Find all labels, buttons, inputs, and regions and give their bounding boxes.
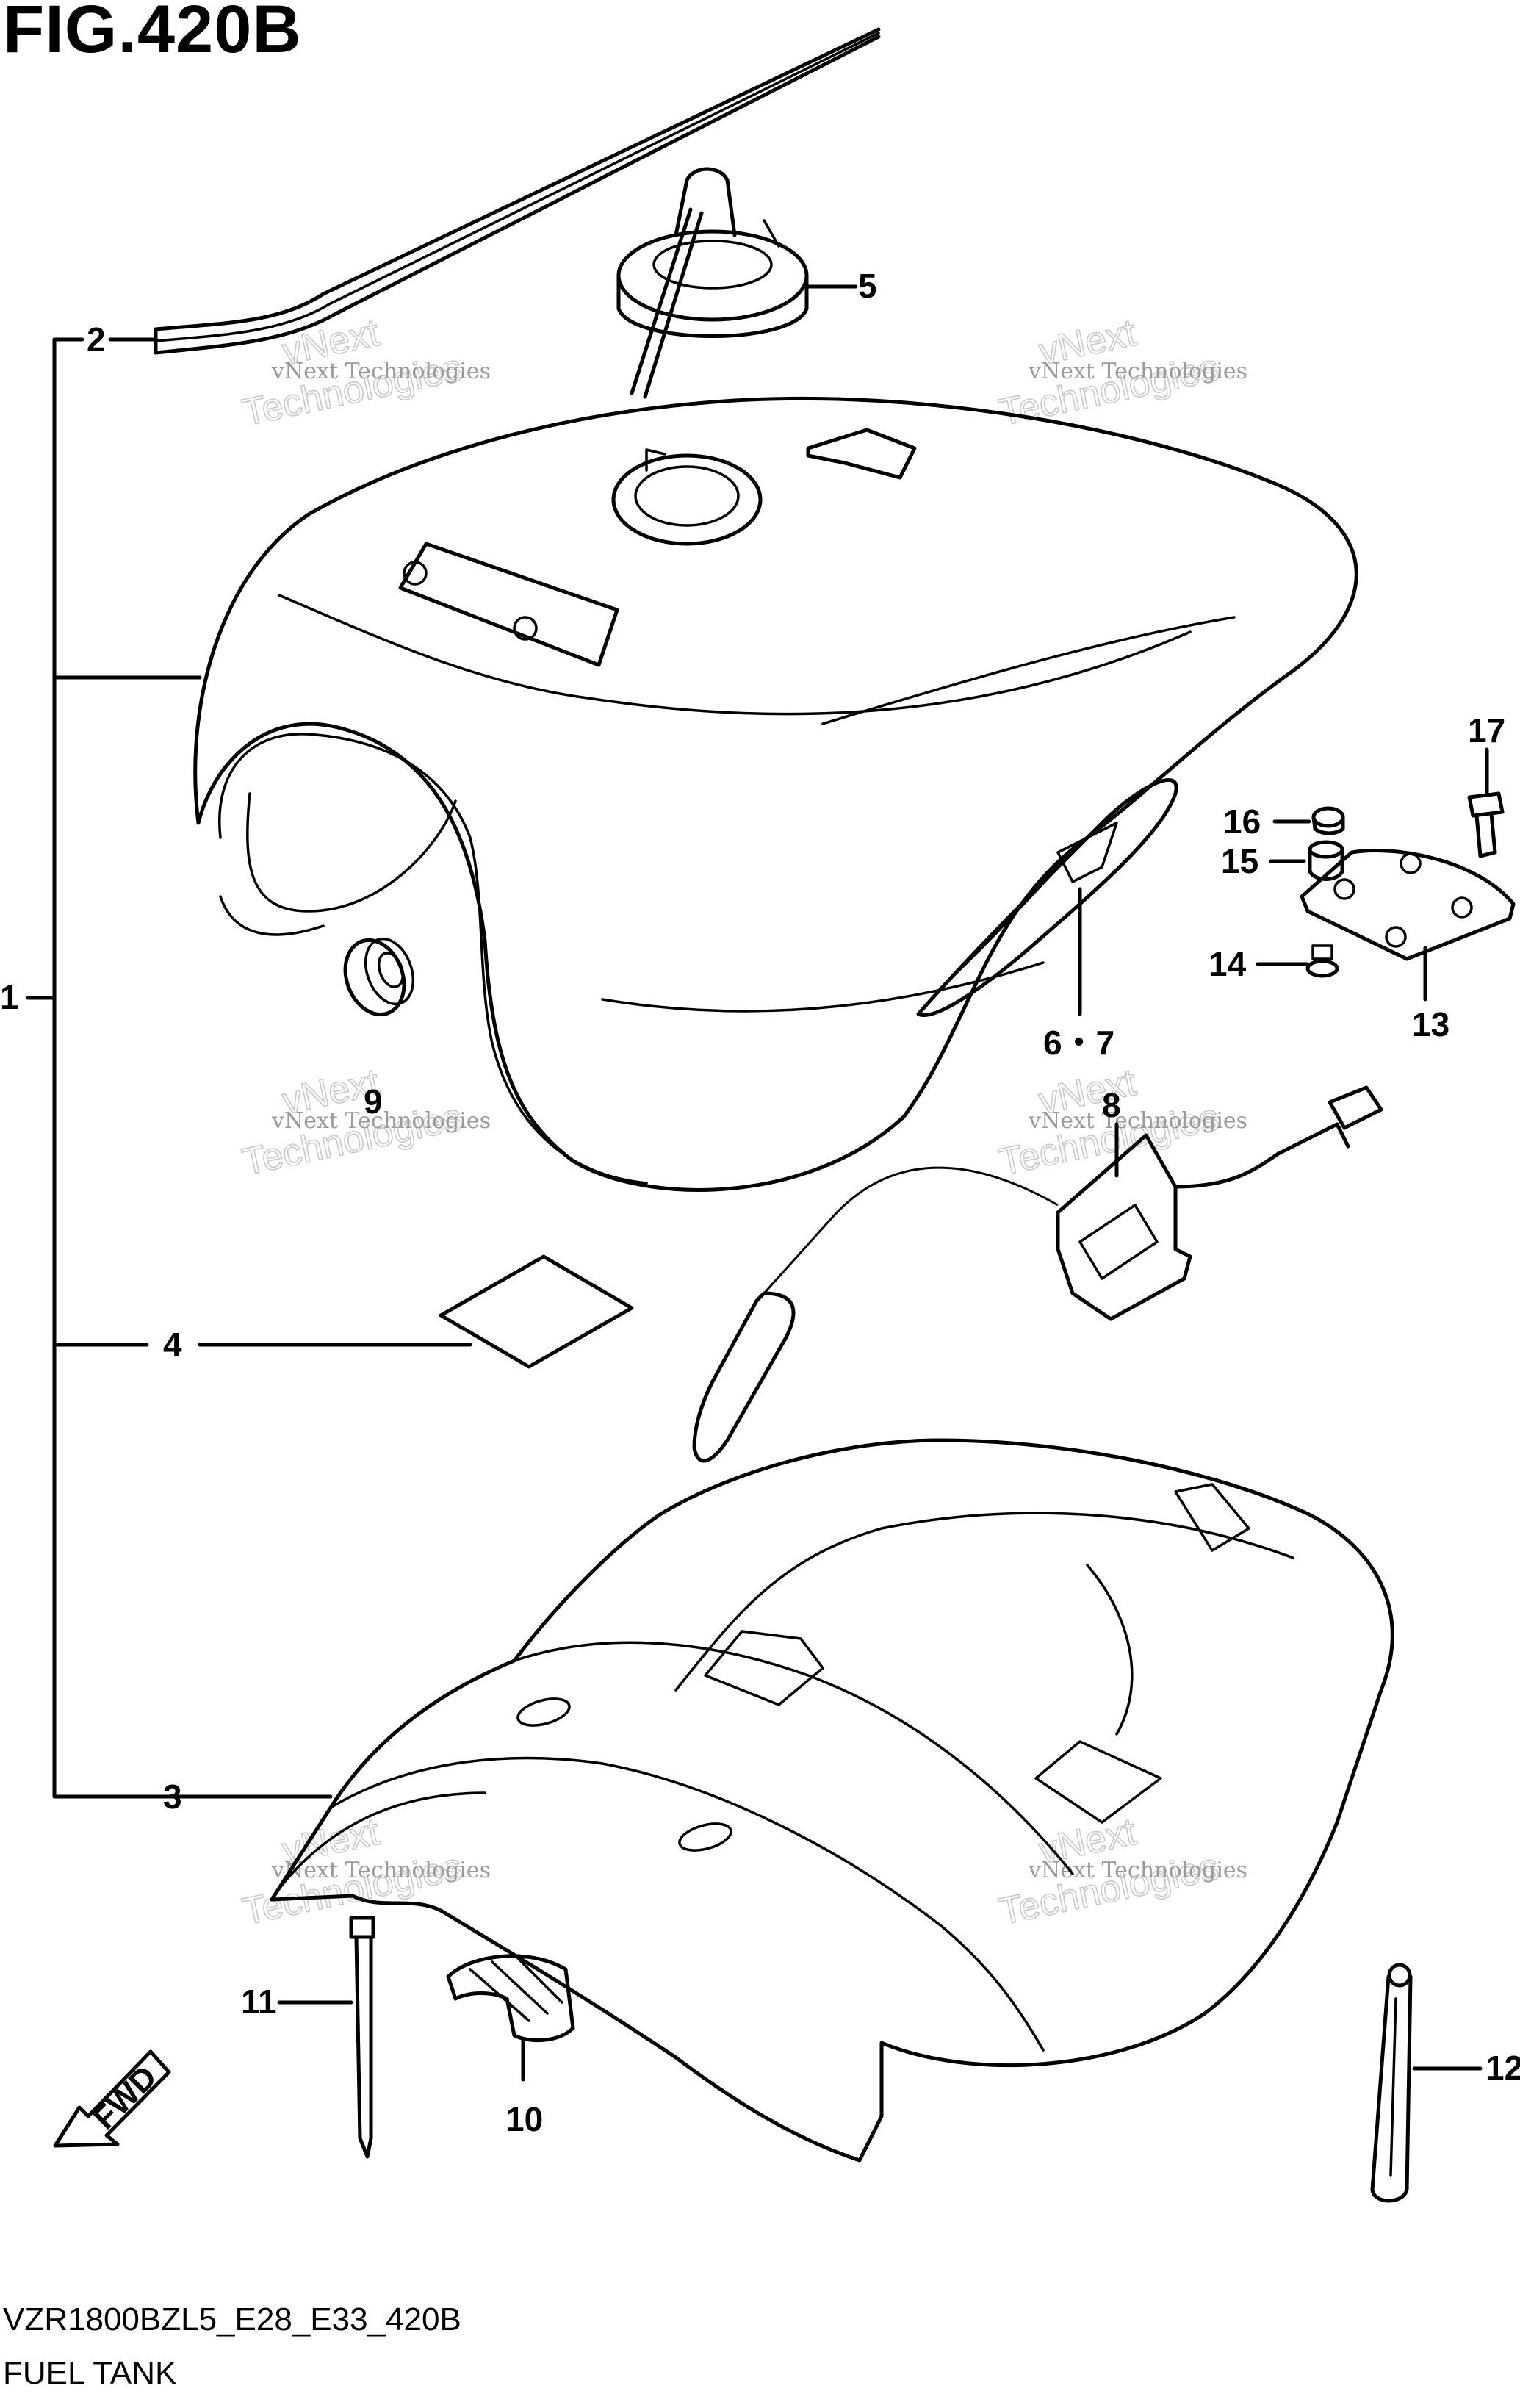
svg-text:vNext Technologies: vNext Technologies <box>271 1858 491 1883</box>
part-5-fuel-cap <box>616 167 858 399</box>
fwd-direction-arrow: FWD <box>53 2049 171 2148</box>
label-9: 9 <box>364 1082 383 1121</box>
part-14-bolt <box>1256 944 1339 978</box>
svg-text:vNext Technologies: vNext Technologies <box>1028 1858 1247 1883</box>
watermark-top-left: vNext Technologies vNext Technologies <box>238 311 491 435</box>
figure-caption: FUEL TANK <box>3 2355 177 2391</box>
part-12-strap <box>1370 1963 1483 2203</box>
part-11-cable-tie <box>277 1916 375 2159</box>
part-15-collar <box>1269 840 1344 881</box>
model-code: VZR1800BZL5_E28_E33_420B <box>3 2301 461 2337</box>
part-17-bolt <box>1467 747 1505 858</box>
part-8-fuel-gauge <box>692 1085 1383 1463</box>
part-9-grommet <box>343 937 415 1017</box>
part-16-cap <box>1272 806 1345 835</box>
leader-lines <box>198 675 1119 1126</box>
label-6-7: 6・7 <box>1043 1024 1114 1062</box>
watermark-low-left: vNext Technologies vNext Technologies <box>238 1810 491 1934</box>
part-2-rubber-strip <box>108 27 881 355</box>
watermark-mid-left: vNext Technologies vNext Technologies <box>238 1060 491 1185</box>
label-1: 1 <box>0 978 19 1016</box>
label-8: 8 <box>1102 1086 1121 1124</box>
assembly-bracket <box>26 337 202 1799</box>
label-10: 10 <box>505 2100 543 2138</box>
part-4-label-sheet <box>198 1254 634 1369</box>
label-14: 14 <box>1209 945 1247 983</box>
watermark-top-right: vNext Technologies vNext Technologies <box>995 311 1247 435</box>
label-11: 11 <box>241 1983 277 2021</box>
fwd-arrow-label: FWD <box>86 2059 163 2136</box>
label-3: 3 <box>163 1778 182 1816</box>
figure-title: FIG.420B <box>3 0 302 67</box>
part-1-fuel-tank <box>193 396 1358 1192</box>
part-13-bracket-plate <box>1300 849 1516 1002</box>
svg-text:vNext Technologies: vNext Technologies <box>1028 1108 1247 1134</box>
label-15: 15 <box>1221 842 1258 880</box>
part-10-clamp <box>446 1954 575 2082</box>
label-13: 13 <box>1412 1005 1449 1043</box>
label-4: 4 <box>163 1326 182 1364</box>
label-2: 2 <box>87 320 106 359</box>
label-12: 12 <box>1485 2049 1520 2087</box>
label-16: 16 <box>1223 802 1261 841</box>
svg-text:vNext Technologies: vNext Technologies <box>271 359 491 384</box>
label-5: 5 <box>858 267 877 305</box>
part-3-insulator-cover <box>145 1438 1394 2163</box>
svg-text:vNext Technologies: vNext Technologies <box>271 1108 491 1134</box>
svg-text:vNext Technologies: vNext Technologies <box>1028 359 1247 384</box>
label-17: 17 <box>1468 711 1505 750</box>
